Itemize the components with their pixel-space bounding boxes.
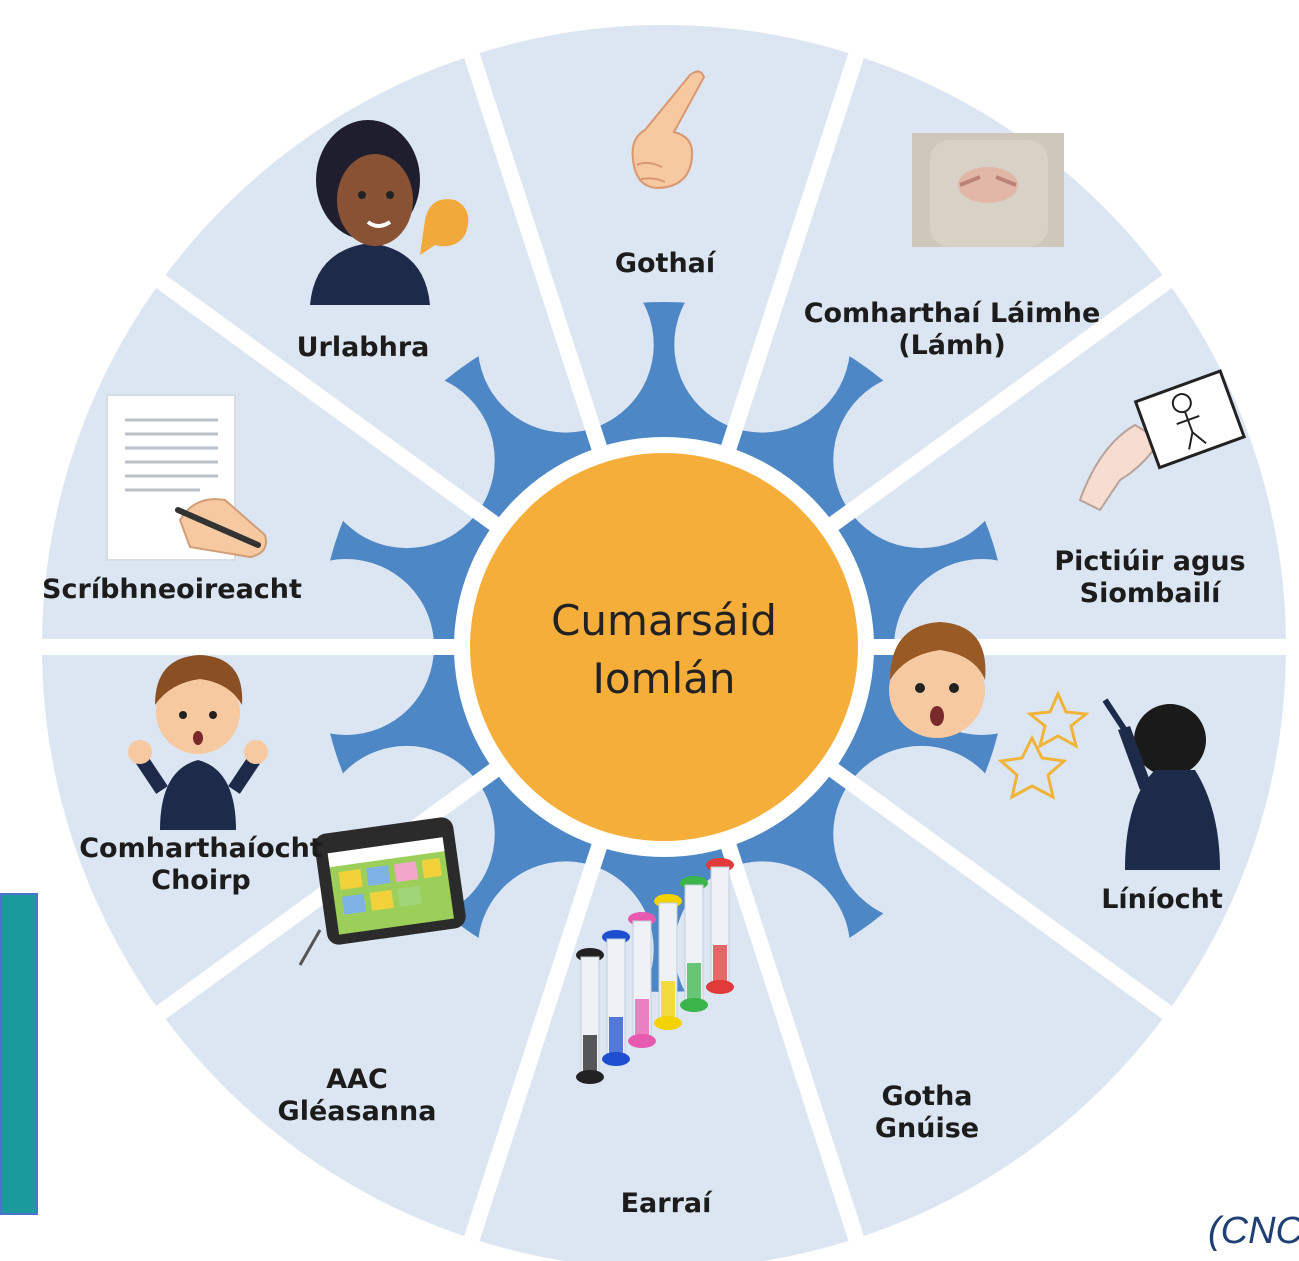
teal-side-box	[0, 893, 38, 1215]
sand-timer	[680, 876, 708, 1012]
citation-text: (CNC	[1208, 1210, 1299, 1252]
segment-label-aac: Gléasanna	[278, 1096, 437, 1127]
sand-timers-icon	[576, 858, 734, 1084]
picture-card-icon	[1078, 369, 1247, 512]
speaking-woman-icon	[310, 120, 469, 305]
segment-label-pictiuir: Siombailí	[1080, 578, 1222, 609]
aac-device-icon	[298, 817, 466, 966]
segment-label-comharthai: Comharthaí Láimhe	[804, 298, 1101, 329]
segment-label-gotha: Gotha	[881, 1081, 972, 1112]
hand-sign-photo	[912, 133, 1064, 247]
boy-hands-up-icon	[128, 655, 268, 830]
sand-timer	[628, 912, 656, 1048]
segment-label-gothai: Gothaí	[615, 248, 717, 279]
writing-paper-icon	[106, 394, 267, 561]
child-drawing-icon	[997, 690, 1220, 870]
sand-timer	[706, 858, 734, 994]
segment-label-aac: AAC	[326, 1064, 388, 1095]
center-title-line2: Iomlán	[592, 654, 735, 703]
center-title-line1: Cumarsáid	[551, 596, 777, 645]
center-circle	[470, 453, 858, 841]
segment-label-pictiuir: Pictiúir agus	[1054, 546, 1245, 577]
sand-timer	[576, 948, 604, 1084]
segment-label-earrai: Earraí	[621, 1188, 714, 1219]
segment-label-urlabhra: Urlabhra	[297, 332, 430, 363]
segment-label-comharthaiocht: Comharthaíocht	[79, 833, 323, 864]
segment-label-liniocht: Líníocht	[1101, 884, 1223, 915]
segment-label-comharthaiocht: Choirp	[151, 865, 250, 896]
sand-timer	[654, 894, 682, 1030]
segment-label-comharthai: (Lámh)	[898, 330, 1005, 361]
segment-label-gotha: Gnúise	[875, 1113, 979, 1144]
pointing-hand-icon	[631, 70, 706, 189]
segment-label-scribh: Scríbhneoireacht	[42, 574, 302, 605]
surprised-boy-icon	[889, 622, 986, 738]
sand-timer	[602, 930, 630, 1066]
